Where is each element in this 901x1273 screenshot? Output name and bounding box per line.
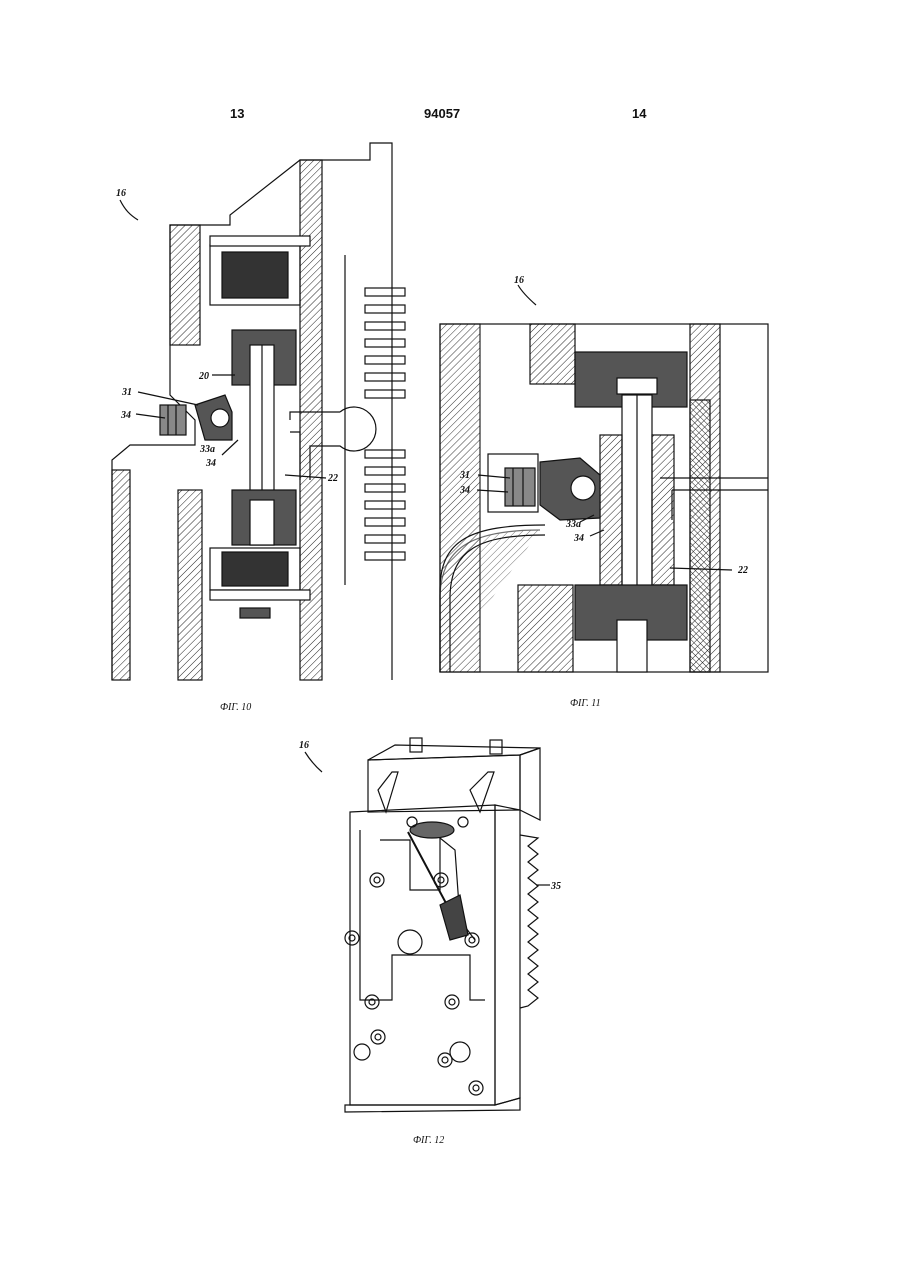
figure-12 [305, 738, 550, 1112]
fig10-label-31: 31 [121, 387, 132, 398]
fig10-label-20: 20 [198, 371, 209, 382]
figure-10-caption: ФІГ. 10 [220, 702, 251, 713]
fig10-label-34-bottom: 34 [205, 458, 216, 469]
fig11-label-22: 22 [737, 565, 748, 576]
fig12-label-35: 35 [550, 881, 561, 892]
fig10-label-33a: 33a [199, 444, 215, 455]
figure-10 [112, 143, 405, 680]
figure-11-caption: ФІГ. 11 [570, 698, 601, 709]
fig11-label-34-bottom: 34 [573, 533, 584, 544]
figure-11 [440, 285, 768, 672]
fig10-label-16: 16 [116, 188, 126, 199]
fig10-label-34-top: 34 [120, 410, 131, 421]
fig11-label-33a: 33a [565, 519, 581, 530]
fig11-label-16: 16 [514, 275, 524, 286]
fig11-label-34-top: 34 [459, 485, 470, 496]
fig12-label-16: 16 [299, 740, 309, 751]
figure-12-caption: ФІГ. 12 [413, 1135, 444, 1146]
fig11-label-31: 31 [459, 470, 470, 481]
fig10-label-22: 22 [327, 473, 338, 484]
